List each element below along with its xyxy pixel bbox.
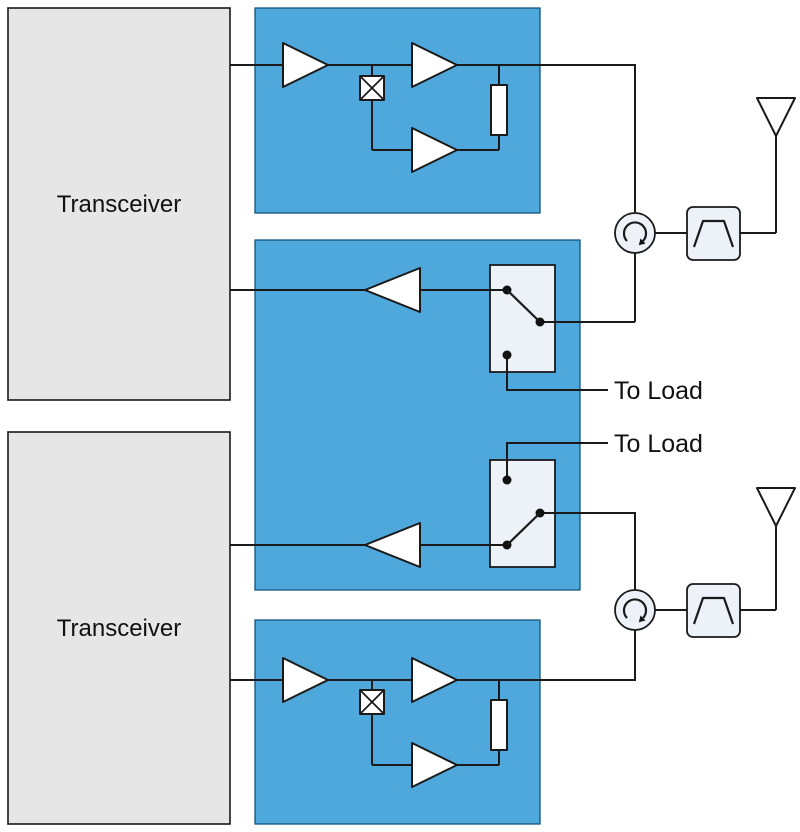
to-load-label-bottom: To Load [614, 430, 703, 458]
amplifier-icon [282, 42, 329, 88]
termination-icon [490, 699, 508, 751]
filter-box [686, 206, 741, 261]
rx-amplifier-icon [364, 522, 421, 568]
circulator-icon [614, 589, 656, 631]
switch-arm [506, 289, 541, 323]
isolator-cross-line [359, 689, 385, 715]
to-load-label-top: To Load [614, 377, 703, 405]
termination-icon [490, 84, 508, 136]
transceiver-top-label: Transceiver [57, 191, 181, 218]
circulator-arrowhead-icon [638, 238, 646, 246]
circulator-arrowhead-icon [638, 615, 646, 623]
amplifier-icon [411, 657, 458, 703]
circulator-arrow-icon [622, 598, 648, 619]
to-load-wire-bottom [506, 442, 608, 480]
switch-box-top [489, 264, 556, 373]
isolator-cross-line [359, 75, 385, 101]
amplifier-icon [282, 657, 329, 703]
circulator-icon [614, 212, 656, 254]
amplifier-icon [411, 42, 458, 88]
filter-box [686, 583, 741, 638]
transceiver-bottom-label: Transceiver [57, 615, 181, 642]
antenna-icon [756, 487, 796, 527]
switch-contact-dot [502, 350, 512, 360]
wire [457, 64, 636, 213]
filter-icon [692, 596, 735, 625]
filter-icon [692, 219, 735, 248]
transceiver-top-block [7, 7, 231, 401]
wire [457, 630, 636, 681]
switch-arm [506, 512, 541, 546]
rx-amplifier-icon [364, 267, 421, 313]
switch-contact-dot [502, 475, 512, 485]
transceiver-bottom-block [7, 431, 231, 825]
antenna-icon [756, 97, 796, 137]
amplifier-icon [411, 127, 458, 173]
to-load-wire-top [506, 355, 608, 391]
circulator-arrow-icon [622, 221, 648, 242]
wire [540, 512, 636, 590]
amplifier-icon [411, 742, 458, 788]
